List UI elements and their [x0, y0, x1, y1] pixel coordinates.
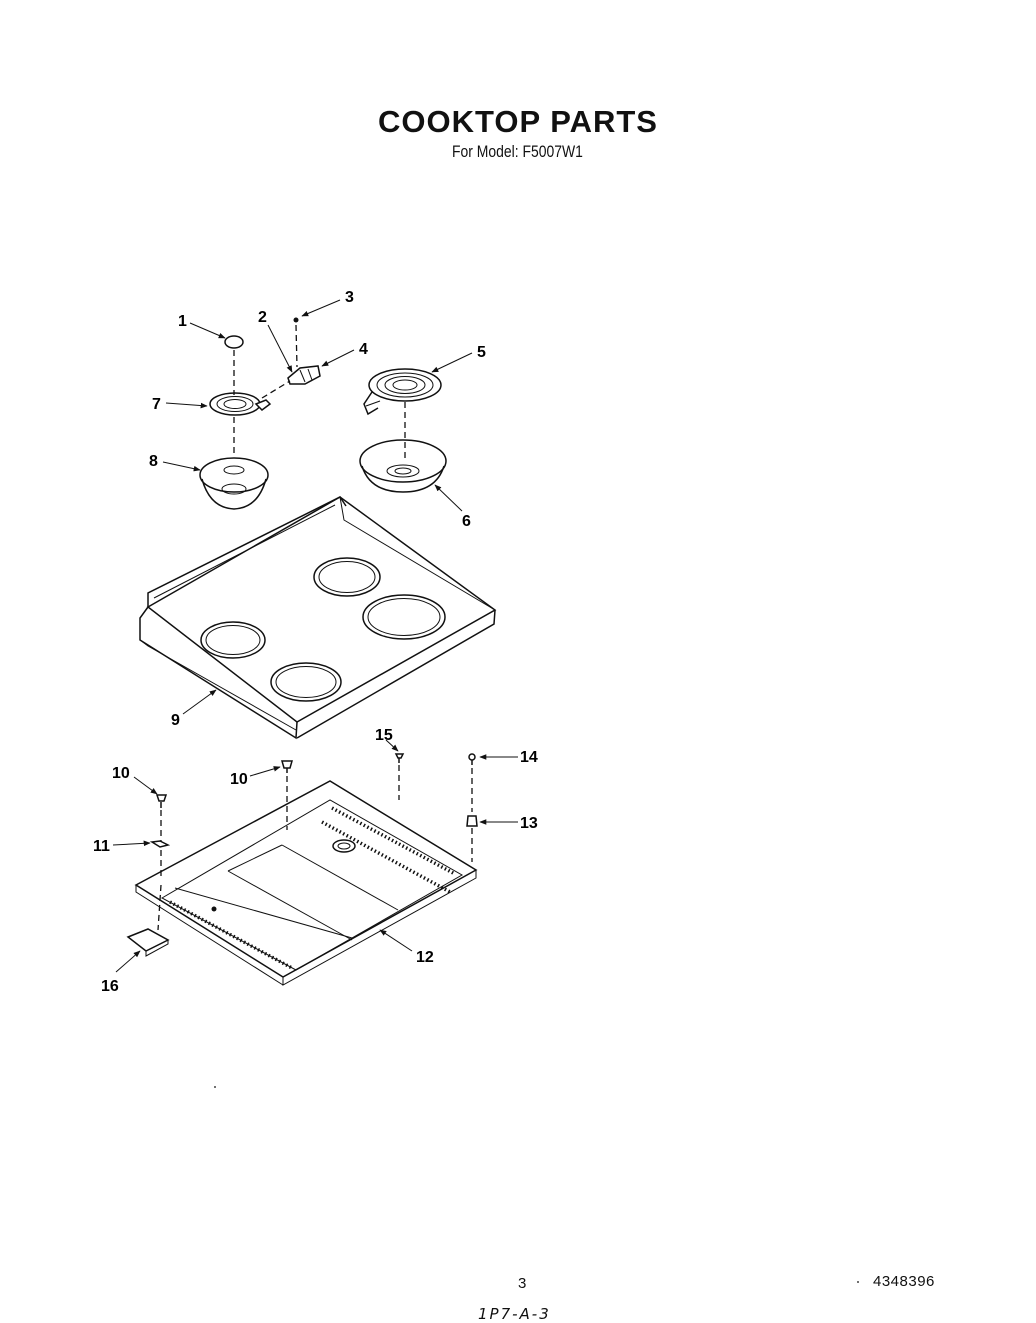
part-knob	[224, 335, 244, 395]
callout-4: 4	[359, 341, 368, 358]
part-bracket	[126, 928, 170, 957]
callout-10-left: 10	[112, 765, 130, 782]
leader-arrows	[112, 299, 518, 973]
callout-9: 9	[171, 712, 180, 729]
callout-15: 15	[375, 727, 393, 744]
callout-8: 8	[149, 453, 158, 470]
part-large-drip-bowl	[359, 439, 447, 493]
part-burner-box	[134, 780, 478, 986]
callout-labels: 1 2 3 4 5 6 7 8 9 10 10 11 12 13 14 15 1…	[93, 289, 538, 995]
callout-16: 16	[101, 978, 119, 995]
part-screws	[149, 753, 478, 931]
document-number: 4348396	[873, 1273, 935, 1290]
callout-3: 3	[345, 289, 354, 306]
model-subtitle: For Model: F5007W1	[452, 142, 583, 161]
part-large-surface-element	[363, 368, 442, 462]
callout-1: 1	[178, 313, 187, 330]
callout-13: 13	[520, 815, 538, 832]
part-small-drip-bowl	[199, 457, 269, 510]
callout-11: 11	[93, 838, 110, 855]
callout-2: 2	[258, 309, 267, 326]
part-small-surface-element	[209, 392, 272, 455]
page-number: 3	[518, 1275, 527, 1292]
callout-12: 12	[416, 949, 434, 966]
part-terminal-block	[261, 317, 321, 399]
handwritten-note: 1P7-A-3	[478, 1305, 551, 1323]
page-title: COOKTOP PARTS	[378, 104, 658, 139]
callout-7: 7	[152, 396, 161, 413]
callout-5: 5	[477, 344, 486, 361]
part-cooktop	[139, 496, 497, 740]
callout-10-center: 10	[230, 771, 248, 788]
callout-6: 6	[462, 513, 471, 530]
callout-14: 14	[520, 749, 538, 766]
